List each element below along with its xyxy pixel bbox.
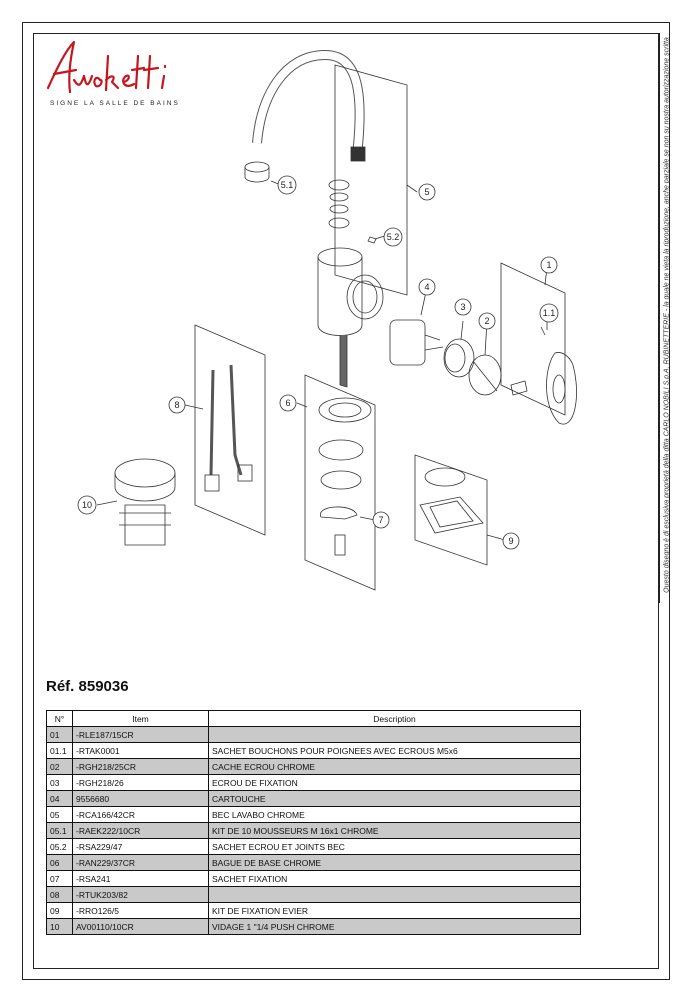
row-description: VIDAGE 1 "1/4 PUSH CHROME: [208, 918, 581, 935]
row-description: ECROU DE FIXATION: [208, 774, 581, 791]
copyright-note: Questo disegno è di esclusiva proprietà …: [663, 37, 671, 593]
row-number: 05: [46, 806, 73, 823]
row-number: 01.1: [46, 742, 73, 759]
parts-table: N° Item Description 01-RLE187/15CR 01.1-…: [46, 710, 581, 935]
table-header-row: N° Item Description: [46, 710, 581, 727]
row-number: 04: [46, 790, 73, 807]
callout-2: 2: [478, 312, 496, 330]
row-item: -RAEK222/10CR: [72, 822, 209, 839]
row-number: 05.2: [46, 838, 73, 855]
row-number: 09: [46, 902, 73, 919]
row-description: [208, 886, 581, 903]
svg-text:2: 2: [484, 316, 489, 326]
callout-10: 10: [77, 495, 97, 515]
svg-text:4: 4: [424, 282, 429, 292]
table-row: 01-RLE187/15CR: [46, 726, 581, 743]
row-description: BEC LAVABO CHROME: [208, 806, 581, 823]
svg-text:9: 9: [508, 536, 513, 546]
callout-5-2: 5.2: [383, 227, 403, 247]
exploded-view-drawing: 1 1.1 2 3 4 5 5.1 5.2 6 7 8 9 10: [77, 49, 577, 591]
row-number: 08: [46, 886, 73, 903]
row-number: 01: [46, 726, 73, 743]
svg-text:5: 5: [424, 187, 429, 197]
svg-text:3: 3: [460, 302, 465, 312]
row-description: BAGUE DE BASE CHROME: [208, 854, 581, 871]
row-item: -RAN229/37CR: [72, 854, 209, 871]
row-description: SACHET BOUCHONS POUR POIGNEES AVEC ECROU…: [208, 742, 581, 759]
callout-5: 5: [418, 183, 436, 201]
reference-number: Réf. 859036: [46, 678, 129, 695]
callout-1-1: 1.1: [539, 303, 559, 323]
callout-8: 8: [168, 396, 186, 414]
row-description: KIT DE 10 MOUSSEURS M 16x1 CHROME: [208, 822, 581, 839]
row-number: 03: [46, 774, 73, 791]
brand-logo: [46, 40, 167, 94]
svg-text:10: 10: [82, 500, 92, 510]
svg-text:8: 8: [174, 400, 179, 410]
row-number: 10: [46, 918, 73, 935]
callout-4: 4: [418, 278, 436, 296]
row-number: 06: [46, 854, 73, 871]
row-item: AV00110/10CR: [72, 918, 209, 935]
row-description: CACHE ECROU CHROME: [208, 758, 581, 775]
svg-text:6: 6: [285, 398, 290, 408]
svg-text:5.1: 5.1: [281, 180, 294, 190]
header-number: N°: [46, 710, 73, 727]
row-item: -RTUK203/82: [72, 886, 209, 903]
side-divider: [659, 33, 660, 603]
outer-frame: [22, 22, 670, 980]
callout-6: 6: [279, 394, 297, 412]
row-item: 9556680: [72, 790, 209, 807]
row-description: SACHET ECROU ET JOINTS BEC: [208, 838, 581, 855]
row-description: CARTOUCHE: [208, 790, 581, 807]
row-item: -RGH218/25CR: [72, 758, 209, 775]
header-description: Description: [208, 710, 581, 727]
row-item: -RSA241: [72, 870, 209, 887]
row-item: -RLE187/15CR: [72, 726, 209, 743]
svg-text:1.1: 1.1: [543, 308, 556, 318]
svg-text:7: 7: [378, 515, 383, 525]
row-number: 02: [46, 758, 73, 775]
row-description: [208, 726, 581, 743]
table-row: 08-RTUK203/82: [46, 886, 581, 903]
row-item: -RCA166/42CR: [72, 806, 209, 823]
inner-frame: [33, 33, 659, 969]
callout-1: 1: [540, 256, 558, 274]
row-item: -RSA229/47: [72, 838, 209, 855]
callout-3: 3: [454, 298, 472, 316]
row-description: SACHET FIXATION: [208, 870, 581, 887]
row-number: 07: [46, 870, 73, 887]
callout-5-1: 5.1: [277, 175, 297, 195]
svg-text:5.2: 5.2: [387, 232, 400, 242]
row-item: -RTAK0001: [72, 742, 209, 759]
callout-7: 7: [372, 511, 390, 529]
row-item: -RGH218/26: [72, 774, 209, 791]
row-description: KIT DE FIXATION EVIER: [208, 902, 581, 919]
callout-9: 9: [502, 532, 520, 550]
brand-tagline: SIGNE LA SALLE DE BAINS: [50, 100, 180, 107]
row-item: -RRO126/5: [72, 902, 209, 919]
row-number: 05.1: [46, 822, 73, 839]
svg-text:1: 1: [546, 260, 551, 270]
header-item: Item: [72, 710, 209, 727]
